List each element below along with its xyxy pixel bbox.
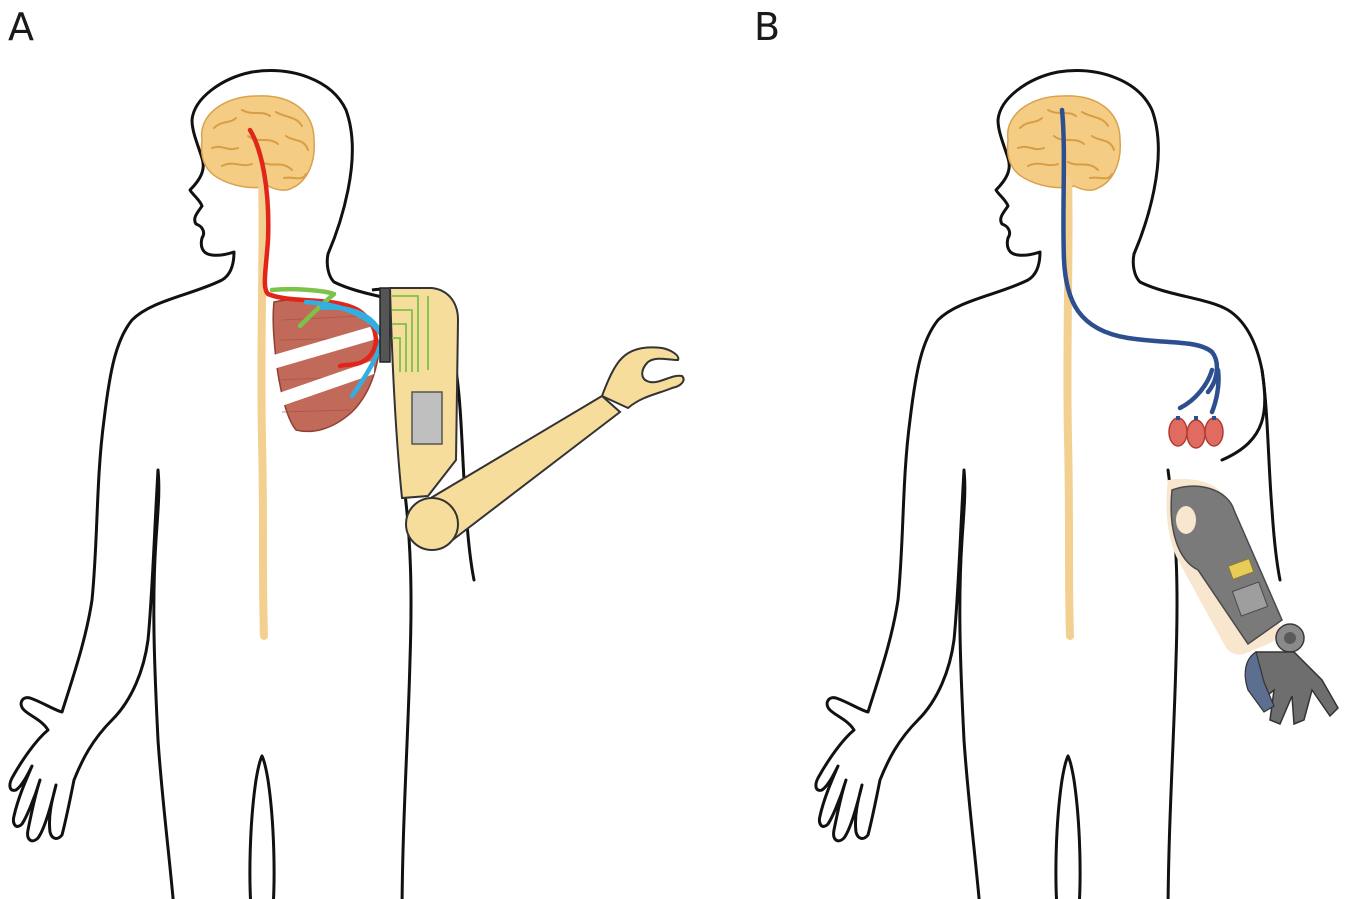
spinal-cord-icon [1067, 180, 1070, 636]
muscle-graft-icon [1169, 416, 1223, 448]
robotic-hand-icon [1166, 479, 1338, 724]
panel-a [10, 71, 684, 899]
prosthetic-arm-icon [390, 288, 684, 550]
panel-b [816, 71, 1338, 899]
spinal-cord-icon [261, 180, 264, 636]
control-unit [412, 392, 442, 444]
prosthesis-socket [380, 288, 390, 362]
